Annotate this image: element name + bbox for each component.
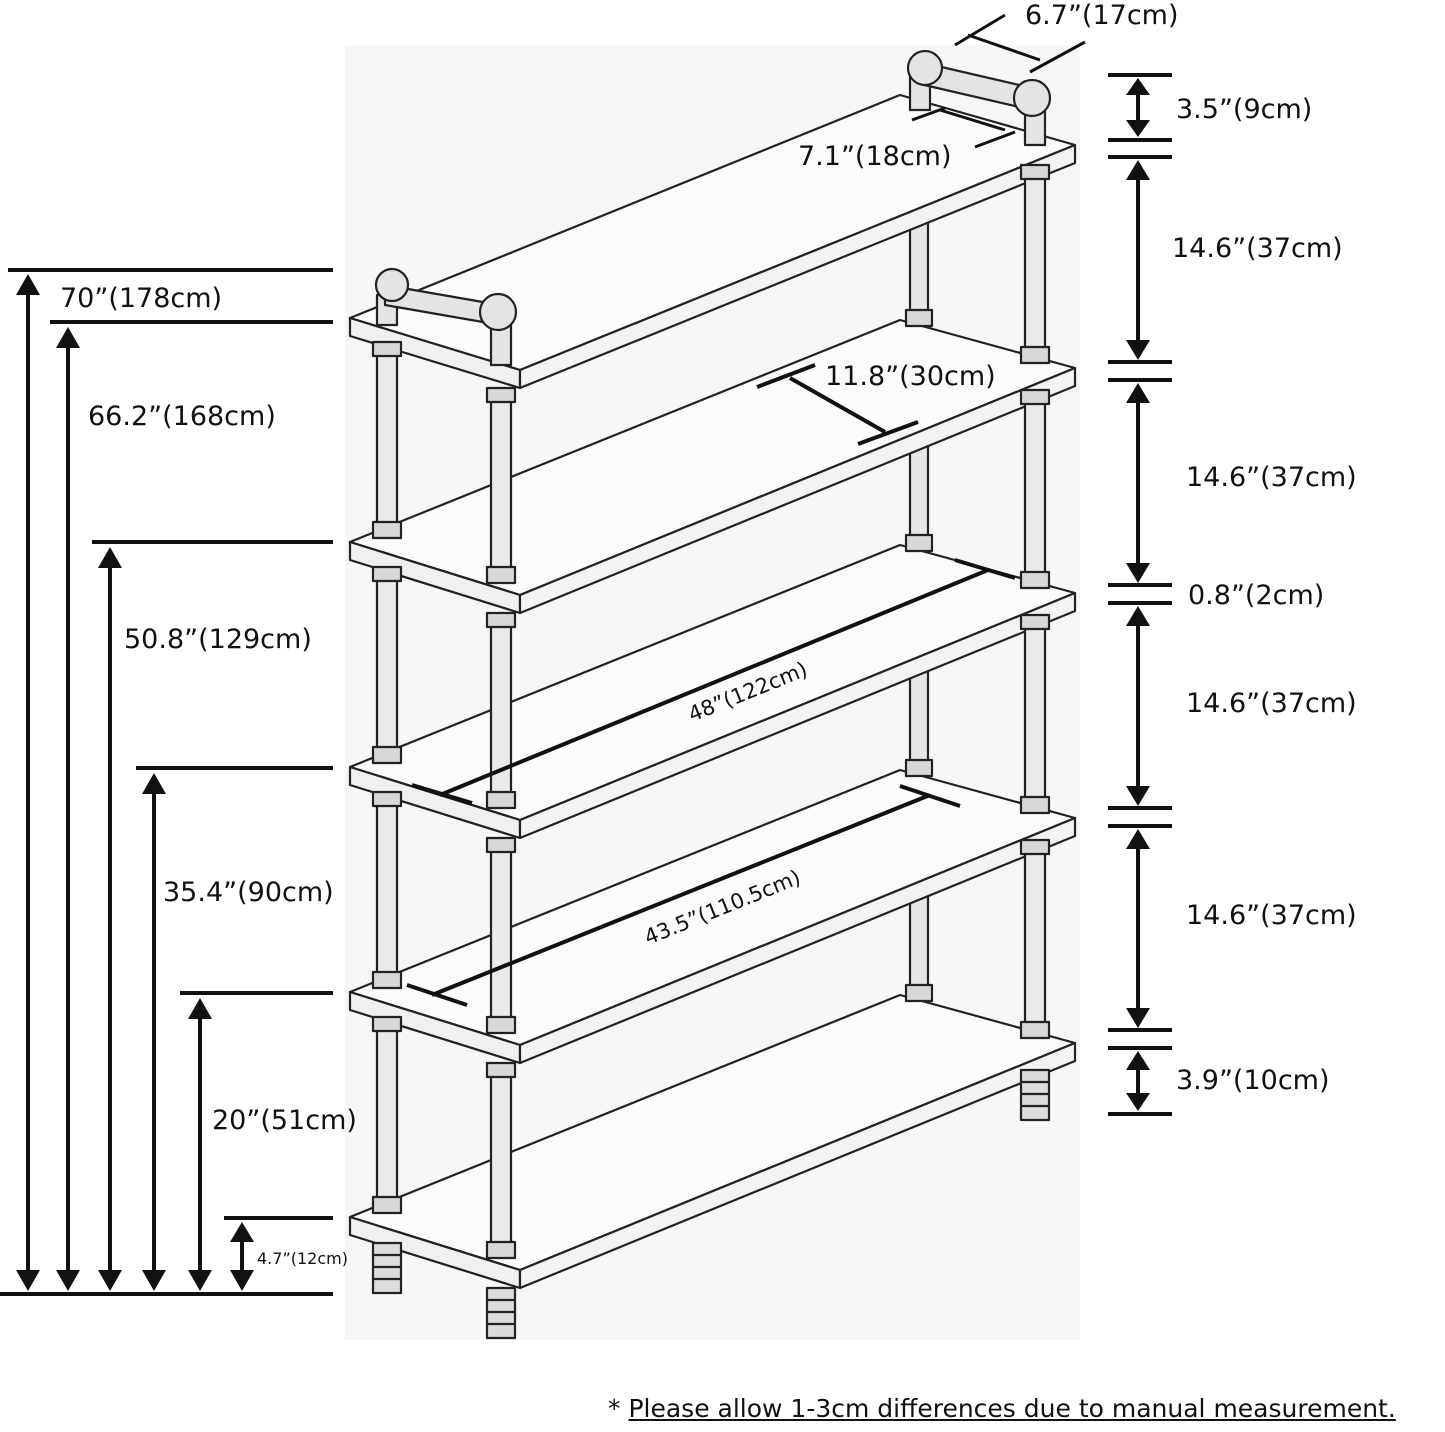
- left-top-rail: [374, 267, 518, 367]
- front-right-pipes: [489, 388, 513, 1257]
- label-foot-height: 3.9”(10cm): [1176, 1065, 1330, 1096]
- label-top-shelf-height: 66.2”(168cm): [88, 401, 276, 432]
- label-bottom-shelf-height: 4.7”(12cm): [257, 1249, 348, 1268]
- label-tier-gap-3: 14.6”(37cm): [1186, 688, 1357, 719]
- label-tier-gap-1: 14.6”(37cm): [1172, 233, 1343, 264]
- diagonal-measure-lines: [406, 13, 1086, 1007]
- label-total-height: 70”(178cm): [60, 283, 222, 314]
- shelf-board-1: [348, 93, 1077, 390]
- label-tier-gap-4: 14.6”(37cm): [1186, 900, 1357, 931]
- right-dimension-bars: [1108, 73, 1172, 1116]
- label-tier-gap-2: 14.6”(37cm): [1186, 462, 1357, 493]
- feet: [371, 1068, 1051, 1340]
- pipe-fittings: [371, 163, 1051, 1260]
- label-shelf2-height: 20”(51cm): [212, 1105, 357, 1136]
- label-top-rail-height: 3.5”(9cm): [1176, 94, 1312, 125]
- shelf-board-2: [348, 318, 1077, 615]
- shelf-board-5: [348, 993, 1077, 1290]
- note-text: Please allow 1-3cm differences due to ma…: [628, 1394, 1396, 1423]
- right-top-rail: [906, 49, 1052, 147]
- label-board-thickness: 0.8”(2cm): [1188, 580, 1324, 611]
- label-top-rail-inner: 7.1”(18cm): [798, 141, 952, 172]
- label-top-rail-depth: 6.7”(17cm): [1025, 0, 1179, 31]
- label-shelf3-height: 35.4”(90cm): [163, 877, 334, 908]
- left-dimension-bars: [0, 268, 333, 1296]
- back-left-pipes: [908, 203, 930, 992]
- note-asterisk: *: [608, 1394, 629, 1423]
- measurement-note: * Please allow 1-3cm differences due to …: [608, 1394, 1396, 1423]
- label-shelf4-height: 50.8”(129cm): [124, 624, 312, 655]
- label-shelf-depth: 11.8”(30cm): [825, 361, 996, 392]
- shelf-board-4: [348, 768, 1077, 1065]
- shelf-illustration: [348, 49, 1077, 1340]
